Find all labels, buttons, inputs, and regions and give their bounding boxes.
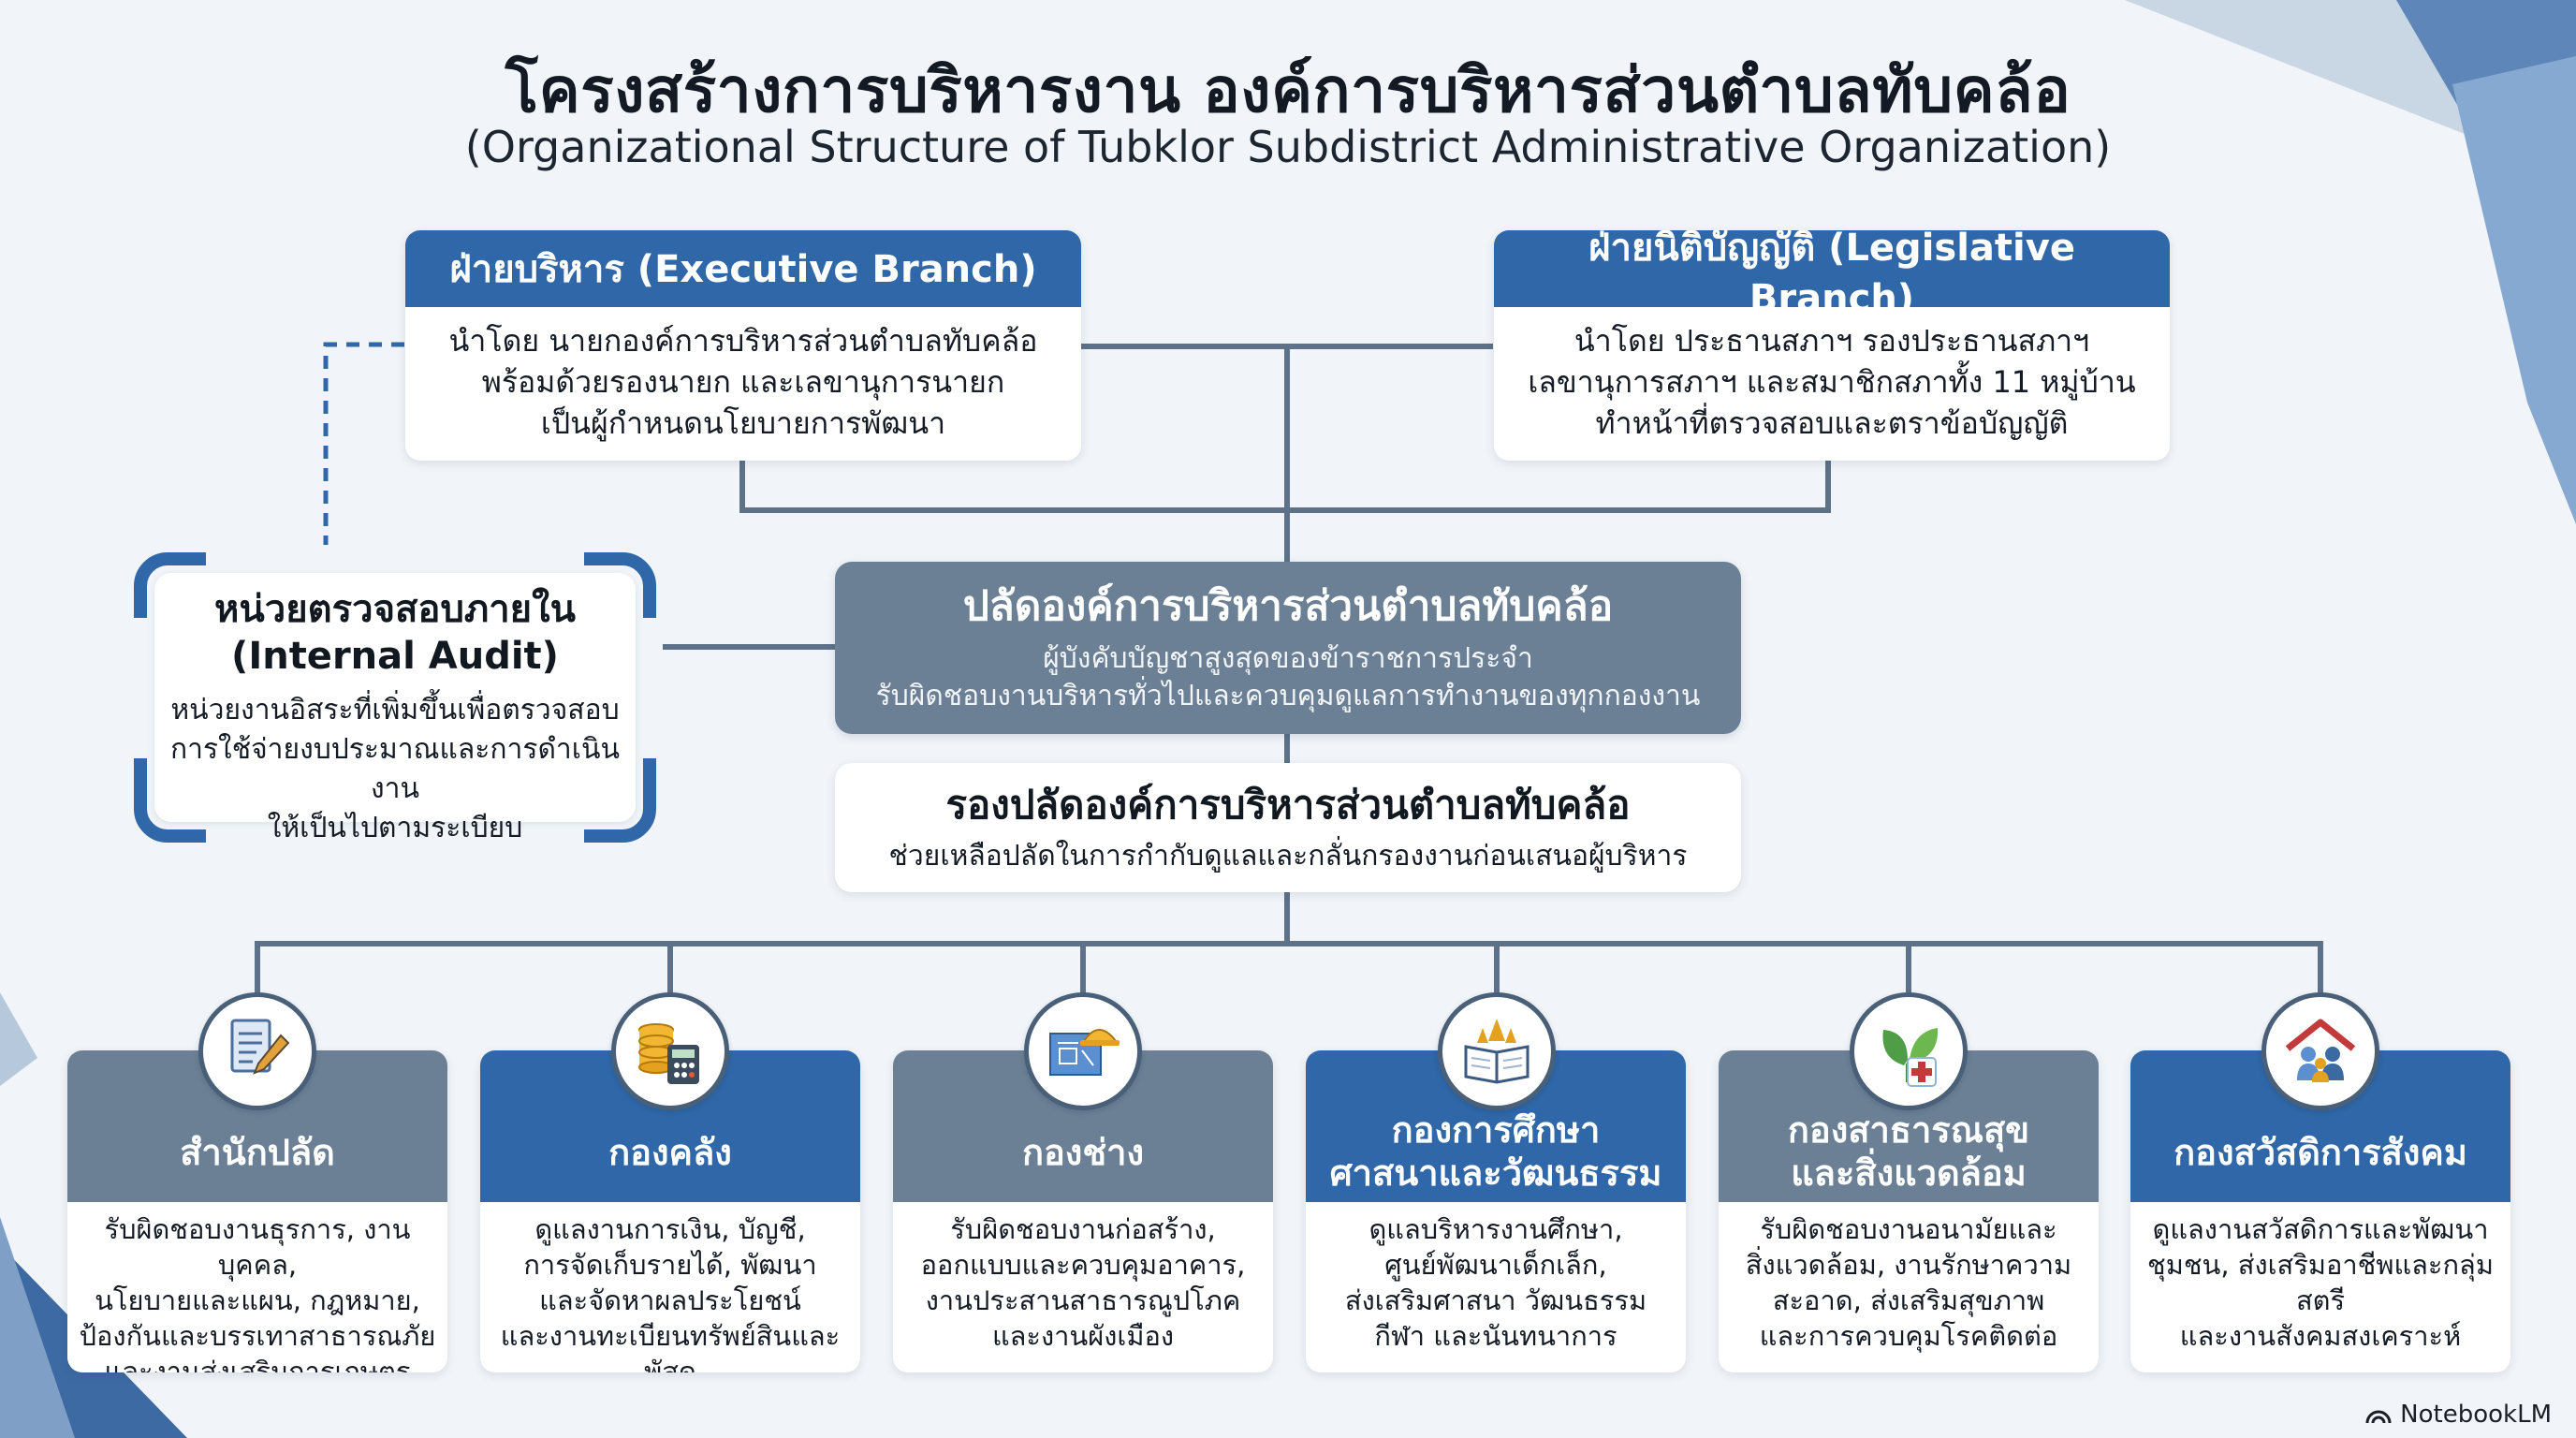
legislative-line: นำโดย ประธานสภาฯ รองประธานสภาฯ xyxy=(1573,323,2090,359)
legislative-branch-description: นำโดย ประธานสภาฯ รองประธานสภาฯ เลขานุการ… xyxy=(1494,307,2170,444)
division-card-education: กองการศึกษา ศาสนาและวัฒนธรรม ดูแลบริหารง… xyxy=(1306,1050,1686,1372)
book-temple-icon xyxy=(1438,992,1556,1110)
division-line: นโยบายและแผน, กฎหมาย, xyxy=(95,1284,420,1316)
division-description: ดูแลบริหารงานศึกษา, ศูนย์พัฒนาเด็กเล็ก, … xyxy=(1306,1202,1686,1354)
connector-trunk-top xyxy=(1284,344,1290,564)
connector-div-2 xyxy=(667,941,673,997)
division-line: สะอาด, ส่งเสริมสุขภาพ xyxy=(1772,1284,2045,1316)
clerk-line: รับผิดชอบงานบริหารทั่วไปและควบคุมดูแลการ… xyxy=(875,680,1701,712)
division-line: ดูแลงานการเงิน, บัญชี, xyxy=(534,1213,806,1245)
chief-administrator-title: ปลัดองค์การบริหารส่วนตำบลทับคล้อ xyxy=(962,582,1614,630)
division-title-line: กองสาธารณสุข xyxy=(1787,1109,2030,1151)
audit-line: ให้เป็นไปตามระเบียบ xyxy=(267,812,523,844)
division-line: และจัดหาผลประโยชน์ xyxy=(539,1284,801,1316)
connector-exec-down xyxy=(739,461,745,513)
division-card-office-of-clerk: สำนักปลัด รับผิดชอบงานธุรการ, งานบุคคล, … xyxy=(67,1050,447,1372)
executive-line: พร้อมด้วยรองนายก และเลขานุการนายก xyxy=(481,364,1005,400)
division-line: และงานผังเมือง xyxy=(991,1320,1175,1352)
notebooklm-logo: NotebookLM xyxy=(2364,1401,2552,1429)
division-line: งานประสานสาธารณูปโภค xyxy=(925,1284,1241,1316)
audit-line: การใช้จ่ายงบประมาณและการดำเนินงาน xyxy=(169,733,621,805)
audit-line: หน่วยงานอิสระที่เพิ่มขึ้นเพื่อตรวจสอบ xyxy=(170,694,620,726)
legislative-line: เลขานุการสภาฯ และสมาชิกสภาทั้ง 11 หมู่บ้… xyxy=(1528,364,2136,400)
executive-branch-description: นำโดย นายกองค์การบริหารส่วนตำบลทับคล้อ พ… xyxy=(405,307,1081,444)
division-line: ชุมชน, ส่งเสริมอาชีพและกลุ่มสตรี xyxy=(2147,1249,2494,1316)
notebooklm-mark-icon xyxy=(2365,1410,2392,1424)
page-title: โครงสร้างการบริหารงาน องค์การบริหารส่วนต… xyxy=(505,54,2071,126)
connector-clerk-deputy xyxy=(1284,730,1290,766)
division-description: รับผิดชอบงานก่อสร้าง, ออกแบบและควบคุมอาค… xyxy=(893,1202,1273,1354)
division-description: ดูแลงานการเงิน, บัญชี, การจัดเก็บรายได้,… xyxy=(480,1202,860,1372)
division-card-public-health: กองสาธารณสุข และสิ่งแวดล้อม รับผิดชอบงาน… xyxy=(1719,1050,2099,1372)
notebooklm-logo-text: NotebookLM xyxy=(2400,1401,2552,1429)
division-line: ออกแบบและควบคุมอาคาร, xyxy=(920,1249,1246,1281)
deputy-administrator-description: ช่วยเหลือปลัดในการกำกับดูแลและกลั่นกรองง… xyxy=(888,840,1688,873)
internal-audit-card: หน่วยตรวจสอบภายใน (Internal Audit) หน่วย… xyxy=(154,573,636,844)
division-description: รับผิดชอบงานอนามัยและ สิ่งแวดล้อม, งานรั… xyxy=(1719,1202,2099,1354)
internal-audit-title-th: หน่วยตรวจสอบภายใน xyxy=(214,588,576,631)
leaf-medical-cross-icon xyxy=(1850,992,1968,1110)
division-line: การจัดเก็บรายได้, พัฒนา xyxy=(523,1249,817,1281)
internal-audit-title: หน่วยตรวจสอบภายใน (Internal Audit) xyxy=(154,586,636,680)
division-title-line: กองสวัสดิการสังคม xyxy=(2174,1132,2467,1173)
connector-deputy-divisions xyxy=(1284,889,1290,946)
connector-leg-down xyxy=(1825,461,1831,513)
chief-administrator-description: ผู้บังคับบัญชาสูงสุดของข้าราชการประจำ รั… xyxy=(835,640,1741,715)
document-pen-icon xyxy=(198,992,316,1110)
connector-div-5 xyxy=(1906,941,1911,997)
connector-branches-bottom xyxy=(739,507,1831,513)
division-title-line: กองการศึกษา xyxy=(1391,1109,1601,1151)
division-line: ดูแลงานสวัสดิการและพัฒนา xyxy=(2152,1213,2489,1245)
connector-div-6 xyxy=(2318,941,2323,997)
legislative-branch-title: ฝ่ายนิติบัญญัติ (Legislative Branch) xyxy=(1494,230,2170,320)
division-description: รับผิดชอบงานธุรการ, งานบุคคล, นโยบายและแ… xyxy=(67,1202,447,1372)
connector-audit-clerk xyxy=(655,644,837,650)
division-title: กองการศึกษา ศาสนาและวัฒนธรรม xyxy=(1306,1050,1686,1202)
division-title: สำนักปลัด xyxy=(67,1050,447,1202)
division-line: ศูนย์พัฒนาเด็กเล็ก, xyxy=(1384,1249,1607,1281)
division-line: และงานทะเบียนทรัพย์สินและพัสดุ xyxy=(500,1320,841,1372)
internal-audit-description: หน่วยงานอิสระที่เพิ่มขึ้นเพื่อตรวจสอบ กา… xyxy=(154,691,636,848)
executive-branch-card: ฝ่ายบริหาร (Executive Branch) นำโดย นายก… xyxy=(405,230,1081,461)
deputy-administrator-title: รองปลัดองค์การบริหารส่วนตำบลทับคล้อ xyxy=(945,782,1631,828)
division-title-line: และสิ่งแวดล้อม xyxy=(1791,1152,2027,1194)
division-line: กีฬา และนันทนาการ xyxy=(1374,1320,1617,1352)
division-title-line: สำนักปลัด xyxy=(180,1132,335,1173)
division-line: รับผิดชอบงานอนามัยและ xyxy=(1760,1213,2057,1245)
legislative-line: ทำหน้าที่ตรวจสอบและตราข้อบัญญัติ xyxy=(1595,405,2069,441)
executive-line: นำโดย นายกองค์การบริหารส่วนตำบลทับคล้อ xyxy=(448,323,1038,359)
legislative-branch-card: ฝ่ายนิติบัญญัติ (Legislative Branch) นำโ… xyxy=(1494,230,2170,461)
executive-branch-title: ฝ่ายบริหาร (Executive Branch) xyxy=(405,230,1081,307)
division-line: และการควบคุมโรคติดต่อ xyxy=(1759,1320,2058,1352)
family-house-icon xyxy=(2261,992,2379,1110)
connector-div-4 xyxy=(1494,941,1500,997)
clerk-line: ผู้บังคับบัญชาสูงสุดของข้าราชการประจำ xyxy=(1043,642,1533,675)
page-subtitle: (Organizational Structure of Tubklor Sub… xyxy=(464,122,2112,172)
division-line: ป้องกันและบรรเทาสาธารณภัย xyxy=(79,1320,436,1352)
division-title-line: กองช่าง xyxy=(1021,1132,1145,1173)
executive-line: เป็นผู้กำหนดนโยบายการพัฒนา xyxy=(540,405,946,441)
connector-div-3 xyxy=(1080,941,1086,997)
chief-administrator-card: ปลัดองค์การบริหารส่วนตำบลทับคล้อ ผู้บังค… xyxy=(835,562,1741,734)
division-title-line: กองคลัง xyxy=(608,1132,732,1173)
division-title-line: ศาสนาและวัฒนธรรม xyxy=(1329,1152,1662,1194)
internal-audit-title-en: (Internal Audit) xyxy=(231,635,559,678)
deputy-administrator-card: รองปลัดองค์การบริหารส่วนตำบลทับคล้อ ช่วย… xyxy=(835,763,1741,892)
division-description: ดูแลงานสวัสดิการและพัฒนา ชุมชน, ส่งเสริม… xyxy=(2130,1202,2510,1354)
coins-calculator-icon xyxy=(611,992,729,1110)
connector-div-1 xyxy=(255,941,260,997)
division-line: และงานสังคมสงเคราะห์ xyxy=(2179,1320,2462,1352)
blueprint-helmet-icon xyxy=(1024,992,1142,1110)
connector-divisions-bus xyxy=(255,941,2323,946)
division-line: สิ่งแวดล้อม, งานรักษาความ xyxy=(1745,1249,2072,1281)
division-line: ส่งเสริมศาสนา วัฒนธรรม xyxy=(1344,1284,1647,1316)
division-line: รับผิดชอบงานก่อสร้าง, xyxy=(950,1213,1216,1245)
division-line: รับผิดชอบงานธุรการ, งานบุคคล, xyxy=(104,1213,411,1281)
division-line: ดูแลบริหารงานศึกษา, xyxy=(1368,1213,1623,1245)
division-line: และงานส่งเสริมการเกษตร xyxy=(104,1356,411,1372)
